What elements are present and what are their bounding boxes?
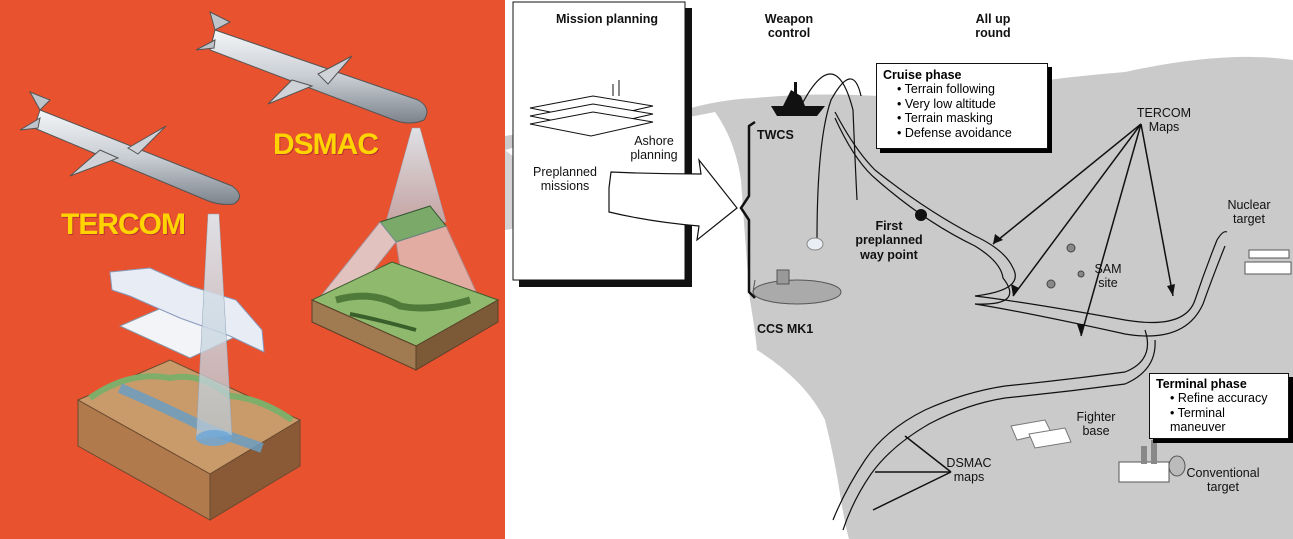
twcs-label: TWCS <box>757 128 794 142</box>
ashore-planning-label: Ashore planning <box>630 134 678 163</box>
fighter-base-label: Fighter base <box>1076 410 1116 439</box>
dsmac-maps-label: DSMAC maps <box>946 456 992 485</box>
flight-path-ribbon <box>832 111 1228 531</box>
cruise-item: Terrain masking <box>897 111 1041 126</box>
nuclear-target-icon <box>1244 249 1292 275</box>
terminal-phase-list: Refine accuracy Terminal maneuver <box>1156 391 1282 435</box>
dsmac-missile <box>195 11 428 124</box>
terminal-phase-title: Terminal phase <box>1156 377 1247 391</box>
cruise-phase-title: Cruise phase <box>883 68 962 82</box>
cruise-phase-list: Terrain following Very low altitude Terr… <box>883 82 1041 140</box>
cruise-phase-box: Cruise phase Terrain following Very low … <box>876 63 1048 149</box>
conventional-target-icon <box>1118 440 1186 483</box>
dsmac-pointer-arrows <box>872 435 952 511</box>
tercom-label: TERCOM <box>61 208 186 241</box>
terminal-phase-box: Terminal phase Refine accuracy Terminal … <box>1149 373 1289 439</box>
ccs-label: CCS MK1 <box>757 322 814 336</box>
conventional-target-label: Conventional target <box>1186 466 1260 495</box>
tercom-maps-label: TERCOM Maps <box>1136 106 1192 135</box>
preplanned-missions-label: Preplanned missions <box>533 165 597 194</box>
ashore-planning-graphic <box>529 80 654 137</box>
dsmac-beam <box>385 127 447 223</box>
sam-site-label: SAM site <box>1094 262 1122 291</box>
dsmac-terrain-block <box>310 261 500 371</box>
terminal-item: Terminal maneuver <box>1170 406 1256 435</box>
header-all-up-round: All up round <box>975 12 1011 41</box>
tercom-missile <box>19 91 240 205</box>
waypoint-marker <box>915 209 927 221</box>
fighter-base-icon <box>1010 419 1072 449</box>
tercom-grid <box>109 267 265 359</box>
sam-site-icon <box>1046 243 1085 289</box>
cruise-item: Very low altitude <box>897 97 1041 112</box>
guidance-artwork <box>19 11 500 521</box>
guidance-illustration: TERCOM DSMAC <box>0 0 505 539</box>
tercom-pointer-arrows <box>992 123 1174 337</box>
tercom-beam <box>195 213 233 441</box>
mission-diagram-artwork <box>505 1 1293 539</box>
waypoint-label: First preplanned way point <box>855 219 923 262</box>
ship-icon <box>771 82 825 116</box>
terminal-item: Refine accuracy <box>1170 391 1282 406</box>
mission-planning-box <box>512 1 686 281</box>
planning-to-control-arrow <box>608 157 738 242</box>
cruise-item: Terrain following <box>897 82 1041 97</box>
mission-flow-diagram: Mission planning Weapon control All up r… <box>505 0 1293 539</box>
cruise-item: Defense avoidance <box>897 126 1041 141</box>
header-mission-planning: Mission planning <box>555 12 659 26</box>
tercom-footprint <box>196 430 232 446</box>
header-weapon-control: Weapon control <box>764 12 814 41</box>
land-mass <box>505 56 1293 539</box>
nuclear-target-label: Nuclear target <box>1227 198 1271 227</box>
dsmac-label: DSMAC <box>273 128 379 161</box>
submarine-icon <box>752 269 842 305</box>
tercom-terrain-block <box>76 359 302 521</box>
